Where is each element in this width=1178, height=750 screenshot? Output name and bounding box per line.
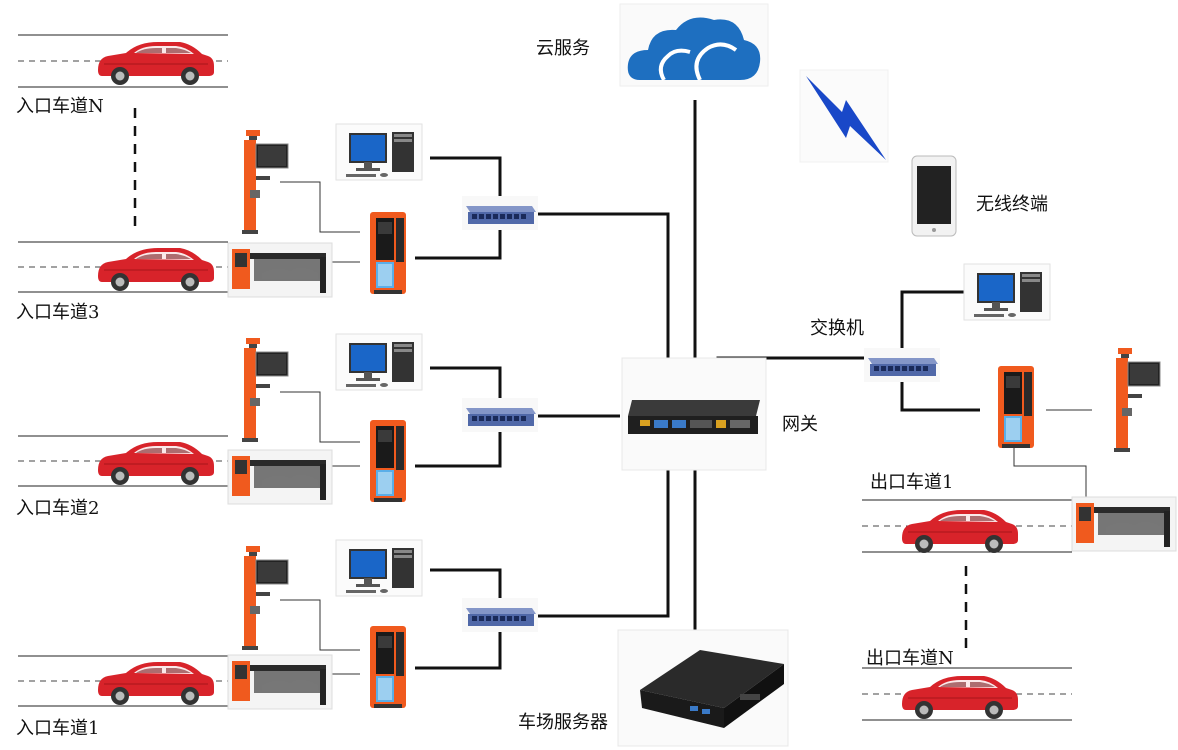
link-switch-exit-kiosk [900, 376, 980, 412]
mobile-phone-icon [911, 155, 957, 237]
gateway-icon [621, 357, 767, 471]
camera-pole-icon [241, 545, 289, 651]
exit-lane-n-label: 出口车道N [866, 648, 954, 669]
gateway-label: 网关 [782, 414, 818, 435]
lane-ellipsis [133, 108, 968, 650]
car-icon [901, 675, 1019, 720]
barrier-gate-icon [227, 242, 333, 298]
car-icon [97, 441, 215, 486]
parking-server-label: 车场服务器 [518, 712, 608, 733]
car-icon [97, 41, 215, 86]
entry-lane-n-label: 入口车道N [16, 96, 104, 117]
parking-terminal-icon [998, 366, 1034, 448]
barrier-gate-icon [1071, 496, 1177, 552]
link-pc-switch-1 [430, 568, 502, 606]
entry-lane-1 [18, 654, 333, 710]
barrier-gate-icon [227, 449, 333, 505]
exit-lane-1-label: 出口车道1 [870, 472, 954, 493]
car-icon [901, 509, 1019, 554]
parking-terminal-icon [370, 420, 406, 502]
entry-lane-1-label: 入口车道1 [16, 718, 100, 739]
entry-lane-2-label: 入口车道2 [16, 498, 100, 519]
server-icon [617, 629, 789, 747]
link-switch1-gateway [538, 448, 670, 618]
link-kiosk-switch-2 [415, 432, 502, 468]
computer-icon [335, 539, 423, 597]
wireless-signal-icon [799, 69, 889, 163]
link-pc-switch-3 [430, 156, 502, 198]
camera-pole-icon [1113, 347, 1161, 453]
wireless-terminal-label: 无线终端 [976, 194, 1048, 215]
parking-terminal-icon [370, 626, 406, 708]
signal-lines [280, 181, 1092, 675]
entry-lane-n [18, 34, 228, 88]
parking-terminal-icon [370, 212, 406, 294]
barrier-gate-icon [227, 654, 333, 710]
cloud-icon [619, 3, 769, 87]
computer-icon [335, 333, 423, 391]
switch-icon [462, 598, 538, 632]
switch-label: 交换机 [810, 318, 864, 339]
exit-lane-n [862, 667, 1072, 721]
switch-icon [462, 196, 538, 230]
link-switch3-gateway [538, 212, 670, 383]
exit-lane-1 [862, 496, 1177, 554]
entry-lane-2 [18, 435, 333, 505]
switch-icon [462, 398, 538, 432]
cloud-service-label: 云服务 [536, 38, 590, 59]
link-kiosk-switch-3 [415, 226, 502, 260]
camera-pole-icon [241, 337, 289, 443]
car-icon [97, 661, 215, 706]
link-switch-exit-pc [900, 290, 980, 352]
switch-icon [864, 348, 940, 382]
car-icon [97, 247, 215, 292]
entry-lane-3-label: 入口车道3 [16, 302, 100, 323]
entry-lane-3 [18, 241, 333, 298]
computer-icon [963, 263, 1051, 321]
link-pc-switch-2 [430, 366, 502, 408]
computer-icon [335, 123, 423, 181]
link-kiosk-switch-1 [415, 632, 502, 670]
